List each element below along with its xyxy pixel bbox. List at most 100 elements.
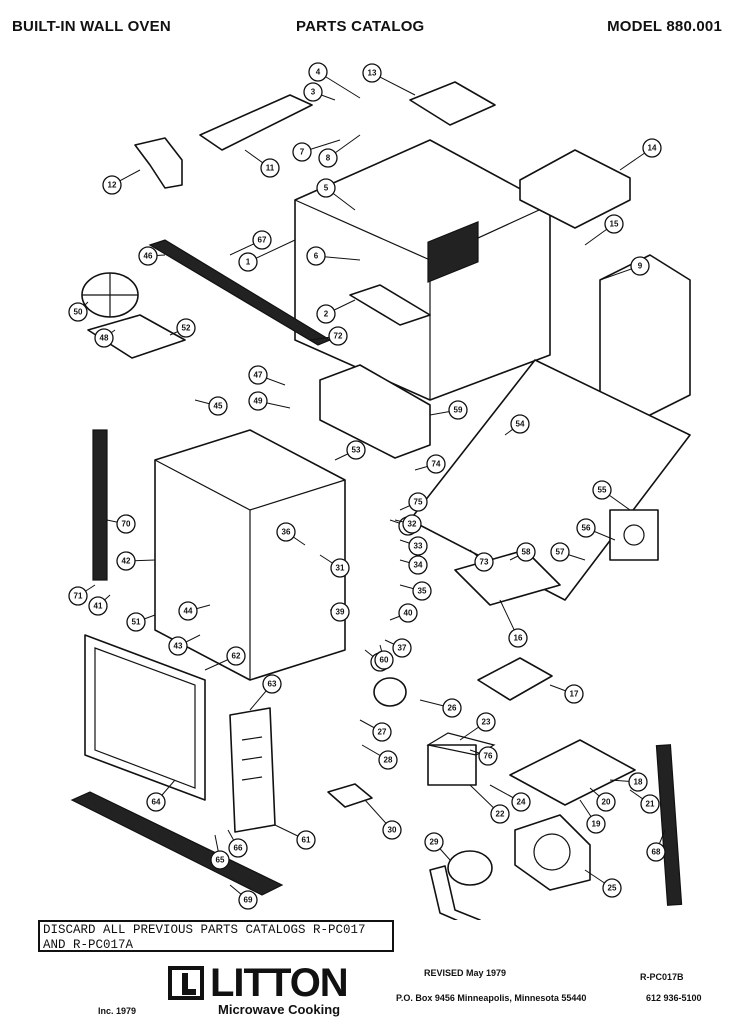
callout-33: 33 <box>399 536 428 556</box>
callout-number-41: 41 <box>94 602 103 611</box>
callout-balloon-50 <box>68 302 88 322</box>
bottom-kick-panel <box>70 791 284 896</box>
callout-number-46: 46 <box>144 252 153 261</box>
callout-balloon-56 <box>576 518 596 538</box>
callout-number-28: 28 <box>384 756 393 765</box>
callout-balloon-11 <box>260 158 280 178</box>
callout-number-73: 73 <box>480 558 489 567</box>
callout-76: 76 <box>469 746 498 766</box>
callout-46: 46 <box>138 246 166 266</box>
callout-number-40: 40 <box>404 609 413 618</box>
callout-balloon-39 <box>330 602 350 622</box>
callout-29: 29 <box>424 832 451 861</box>
callout-number-7: 7 <box>300 148 305 157</box>
callout-59: 59 <box>429 400 468 420</box>
callout-number-48: 48 <box>100 334 109 343</box>
callout-balloon-68 <box>646 842 666 862</box>
callout-number-56: 56 <box>582 524 591 533</box>
callout-number-3: 3 <box>311 88 316 97</box>
callout-number-29: 29 <box>430 838 439 847</box>
callout-63: 63 <box>249 674 282 711</box>
callout-balloon-57 <box>550 542 570 562</box>
callout-balloon-34 <box>408 555 428 575</box>
callout-balloon-71 <box>68 586 88 606</box>
callout-balloon-21 <box>640 794 660 814</box>
callout-balloon-61 <box>296 830 316 850</box>
callout-number-71: 71 <box>74 592 83 601</box>
callout-number-37: 37 <box>398 644 407 653</box>
callout-balloon-28 <box>378 750 398 770</box>
callout-number-6: 6 <box>314 252 319 261</box>
logo-subtitle: Microwave Cooking <box>218 1002 341 1017</box>
callout-balloon-49 <box>248 391 268 411</box>
callout-balloon-60 <box>374 650 394 670</box>
callout-number-5: 5 <box>324 184 329 193</box>
oven-door <box>84 634 206 801</box>
callout-number-9: 9 <box>638 262 643 271</box>
callout-layer: 1234567891011121314151617181920212223242… <box>68 62 666 910</box>
callout-balloon-72 <box>328 326 348 346</box>
company-phone: 612 936-5100 <box>646 993 702 1003</box>
litton-logo-mark <box>168 966 204 1000</box>
callout-number-66: 66 <box>234 844 243 853</box>
callout-number-16: 16 <box>514 634 523 643</box>
callout-balloon-66 <box>228 838 248 858</box>
callout-27: 27 <box>359 719 392 742</box>
callout-number-57: 57 <box>556 548 565 557</box>
callout-number-4: 4 <box>316 68 321 77</box>
air-filter-frame <box>87 314 186 359</box>
callout-60: 60 <box>374 644 394 670</box>
callout-balloon-7 <box>292 142 312 162</box>
callout-number-21: 21 <box>646 800 655 809</box>
callout-balloon-5 <box>316 178 336 198</box>
callout-balloon-25 <box>602 878 622 898</box>
callout-number-18: 18 <box>634 778 643 787</box>
magnetron <box>426 732 496 786</box>
callout-number-52: 52 <box>182 324 191 333</box>
callout-number-20: 20 <box>602 798 611 807</box>
callout-balloon-9 <box>630 256 650 276</box>
callout-balloon-18 <box>628 772 648 792</box>
callout-balloon-75 <box>408 492 428 512</box>
callout-number-22: 22 <box>496 810 505 819</box>
callout-number-62: 62 <box>232 652 241 661</box>
callout-34: 34 <box>399 555 428 575</box>
discard-notice: DISCARD ALL PREVIOUS PARTS CATALOGS R-PC… <box>38 920 394 952</box>
callout-43: 43 <box>168 634 201 656</box>
callout-number-30: 30 <box>388 826 397 835</box>
callout-number-36: 36 <box>282 528 291 537</box>
callout-48: 48 <box>94 328 116 348</box>
callout-number-45: 45 <box>214 402 223 411</box>
fan-motor <box>373 677 407 707</box>
callout-2: 2 <box>316 299 356 324</box>
callout-balloon-13 <box>362 63 382 83</box>
callout-68: 68 <box>646 829 666 862</box>
callout-balloon-22 <box>490 804 510 824</box>
relay-block <box>327 783 373 808</box>
callout-number-55: 55 <box>598 486 607 495</box>
waveguide <box>319 364 431 459</box>
callout-balloon-6 <box>306 246 326 266</box>
control-panel <box>229 707 276 833</box>
callout-5: 5 <box>316 178 356 211</box>
callout-7: 7 <box>292 139 341 162</box>
callout-52: 52 <box>169 318 196 338</box>
callout-balloon-17 <box>564 684 584 704</box>
callout-balloon-37 <box>392 638 412 658</box>
callout-number-33: 33 <box>414 542 423 551</box>
company-address: P.O. Box 9456 Minneapolis, Minnesota 554… <box>396 993 587 1003</box>
callout-number-25: 25 <box>608 884 617 893</box>
callout-number-69: 69 <box>244 896 253 905</box>
callout-36: 36 <box>276 522 306 546</box>
callout-55: 55 <box>592 480 631 511</box>
callout-24: 24 <box>489 784 531 812</box>
callout-balloon-47 <box>248 365 268 385</box>
callout-balloon-59 <box>448 400 468 420</box>
callout-number-11: 11 <box>266 164 275 173</box>
callout-balloon-69 <box>238 890 258 910</box>
callout-67: 67 <box>229 230 272 256</box>
callout-57: 57 <box>550 542 586 562</box>
catalog-title: BUILT-IN WALL OVEN <box>12 18 171 35</box>
callout-16: 16 <box>499 599 528 648</box>
callout-26: 26 <box>419 698 462 718</box>
